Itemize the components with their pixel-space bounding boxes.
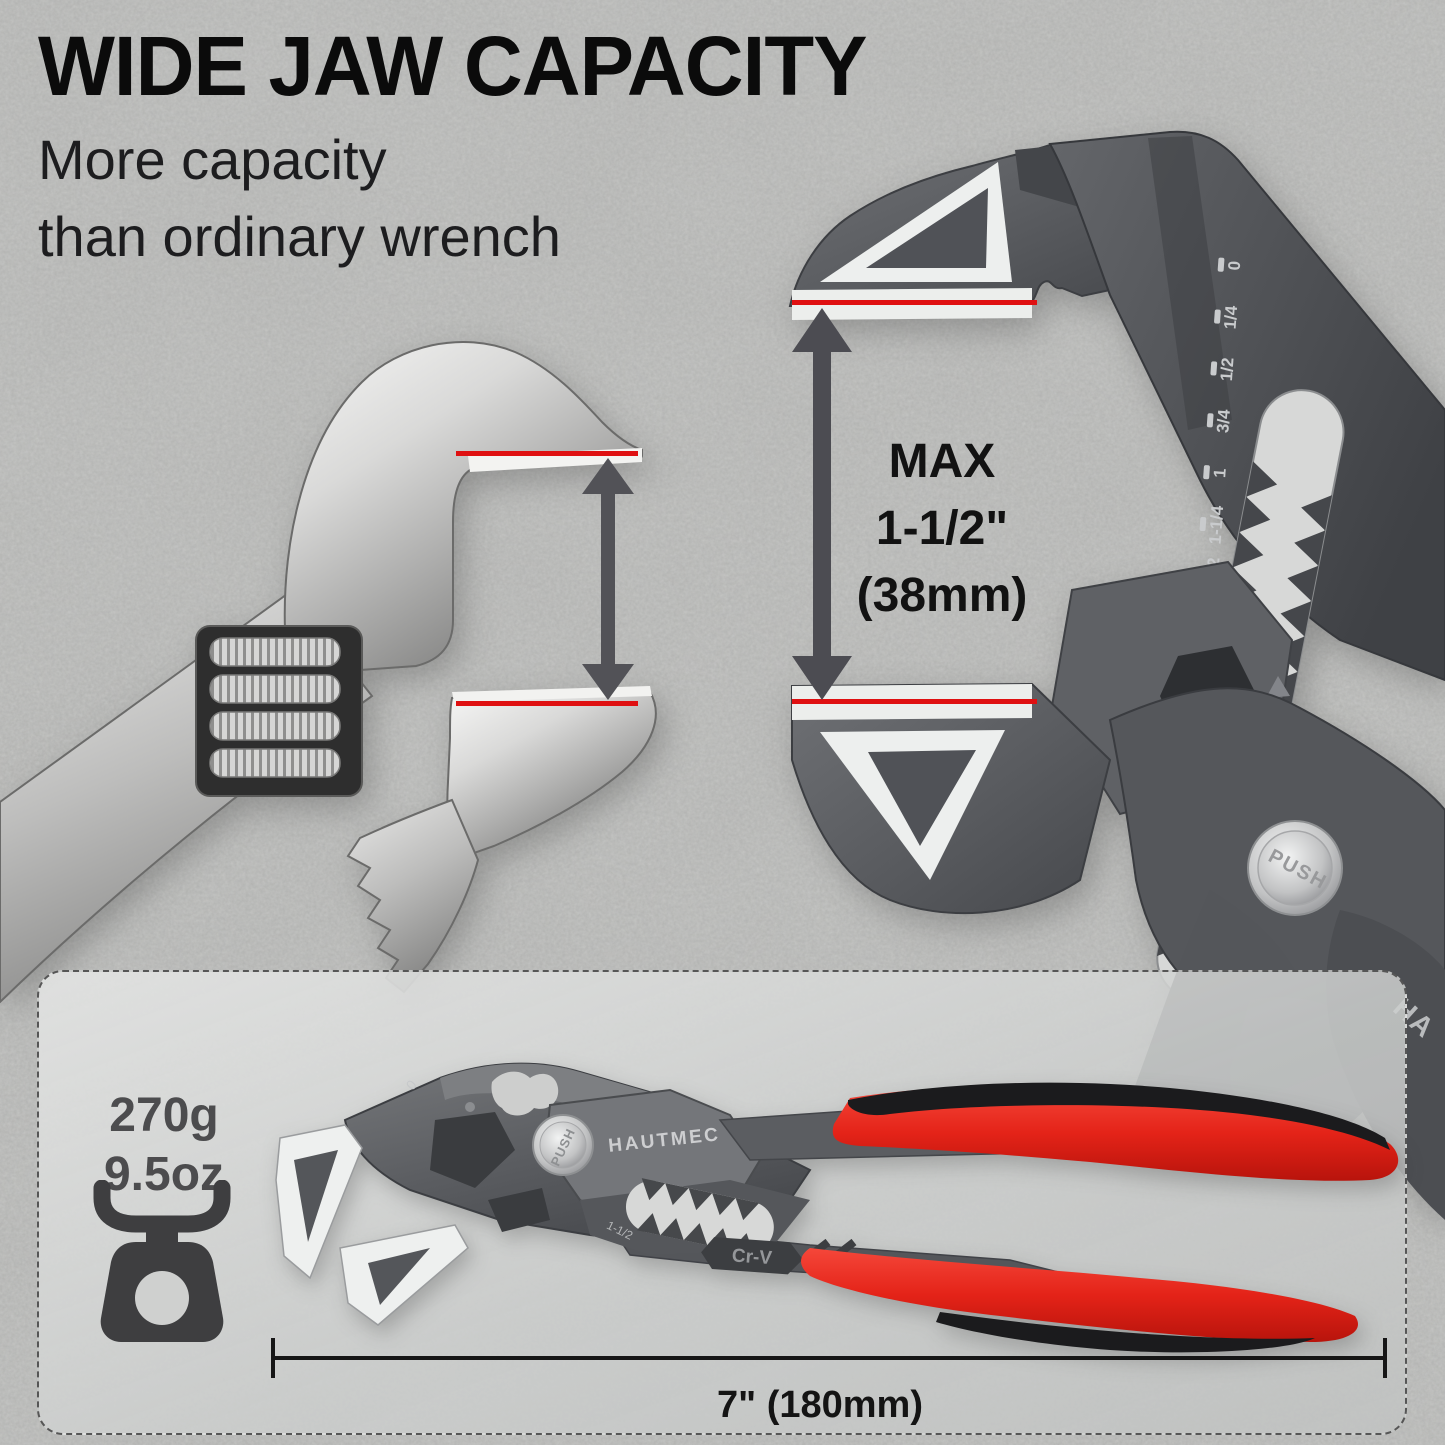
subtitle: More capacity than ordinary wrench xyxy=(38,121,892,275)
weight-grams: 270g xyxy=(109,1089,219,1142)
weight-ounces: 9.5oz xyxy=(103,1148,225,1201)
length-dimension-label: 7" (180mm) xyxy=(717,1384,923,1426)
product-cutout-light xyxy=(491,1071,559,1116)
product-pliers-image: 0 HAUTMEC 1-1/2 Cr-V xyxy=(275,1062,1399,1353)
wrench-rack-slide xyxy=(346,798,480,994)
subtitle-line-2: than ordinary wrench xyxy=(38,205,561,268)
product-cutout-2 xyxy=(488,1188,550,1232)
max-capacity-label: MAX 1-1/2" (38mm) xyxy=(826,428,1058,629)
jaw-scale-label-0: 0 xyxy=(1225,260,1245,271)
weight-scale-icon xyxy=(93,1180,231,1342)
product-lower-grip-accent xyxy=(936,1312,1315,1353)
jaw-scale-label-4: 1 xyxy=(1210,468,1230,479)
steel-grade-text: Cr-V xyxy=(731,1245,773,1269)
jaw-scale-label-5: 1-1/4 xyxy=(1206,504,1228,545)
steel-grade-badge: Cr-V xyxy=(701,1237,803,1275)
header: WIDE JAW CAPACITY More capacity than ord… xyxy=(38,18,892,275)
adjustable-wrench-image xyxy=(0,341,657,1004)
wrench-fixed-jaw xyxy=(283,341,643,674)
measure-line-wrench-bottom xyxy=(456,701,638,706)
max-capacity-line-3: (38mm) xyxy=(856,569,1028,622)
capacity-arrow-pliers xyxy=(792,308,852,700)
product-cutout-1 xyxy=(430,1112,515,1188)
length-dimension-tick-right xyxy=(1383,1338,1387,1378)
product-upper-grip-accent xyxy=(848,1082,1390,1150)
product-upper-jaw-inner xyxy=(294,1150,338,1242)
page-title: WIDE JAW CAPACITY xyxy=(38,19,867,113)
measure-line-pliers-bottom xyxy=(792,699,1037,704)
product-bolt-inner xyxy=(539,1121,587,1169)
weight-label: 270g 9.5oz xyxy=(56,1086,272,1204)
pliers-wrench-image: 0 1/4 1/2 3/4 1 1-1/4 1-1/2 2 HA xyxy=(788,130,1445,1220)
wrench-worm-screw xyxy=(209,637,341,778)
jaw-scale-label-3: 3/4 xyxy=(1213,408,1234,433)
length-dimension-tick-left xyxy=(271,1338,275,1378)
capacity-arrow-wrench xyxy=(582,458,634,700)
wrench-movable-jaw xyxy=(446,690,657,860)
pliers-upper-jaw-insert-inner xyxy=(866,188,988,268)
jaw-scale-label-1: 1/4 xyxy=(1221,304,1242,329)
measure-line-wrench-top xyxy=(456,451,638,456)
product-rivet xyxy=(465,1102,475,1112)
max-capacity-line-1: MAX xyxy=(888,435,996,488)
pivot-bolt-inner xyxy=(1257,830,1333,906)
product-lower-jaw-inner xyxy=(368,1248,430,1305)
max-capacity-line-2: 1-1/2" xyxy=(875,502,1009,555)
jaw-scale-label-2: 1/2 xyxy=(1217,357,1238,382)
measure-line-pliers-top xyxy=(792,300,1037,305)
pliers-lower-jaw-insert-inner xyxy=(868,750,976,846)
product-lower-grip xyxy=(801,1248,1358,1342)
carrier-triangle-marking xyxy=(1266,676,1290,698)
length-dimension-line xyxy=(273,1356,1387,1360)
subtitle-line-1: More capacity xyxy=(38,128,387,191)
pliers-body-groove xyxy=(1148,136,1232,430)
